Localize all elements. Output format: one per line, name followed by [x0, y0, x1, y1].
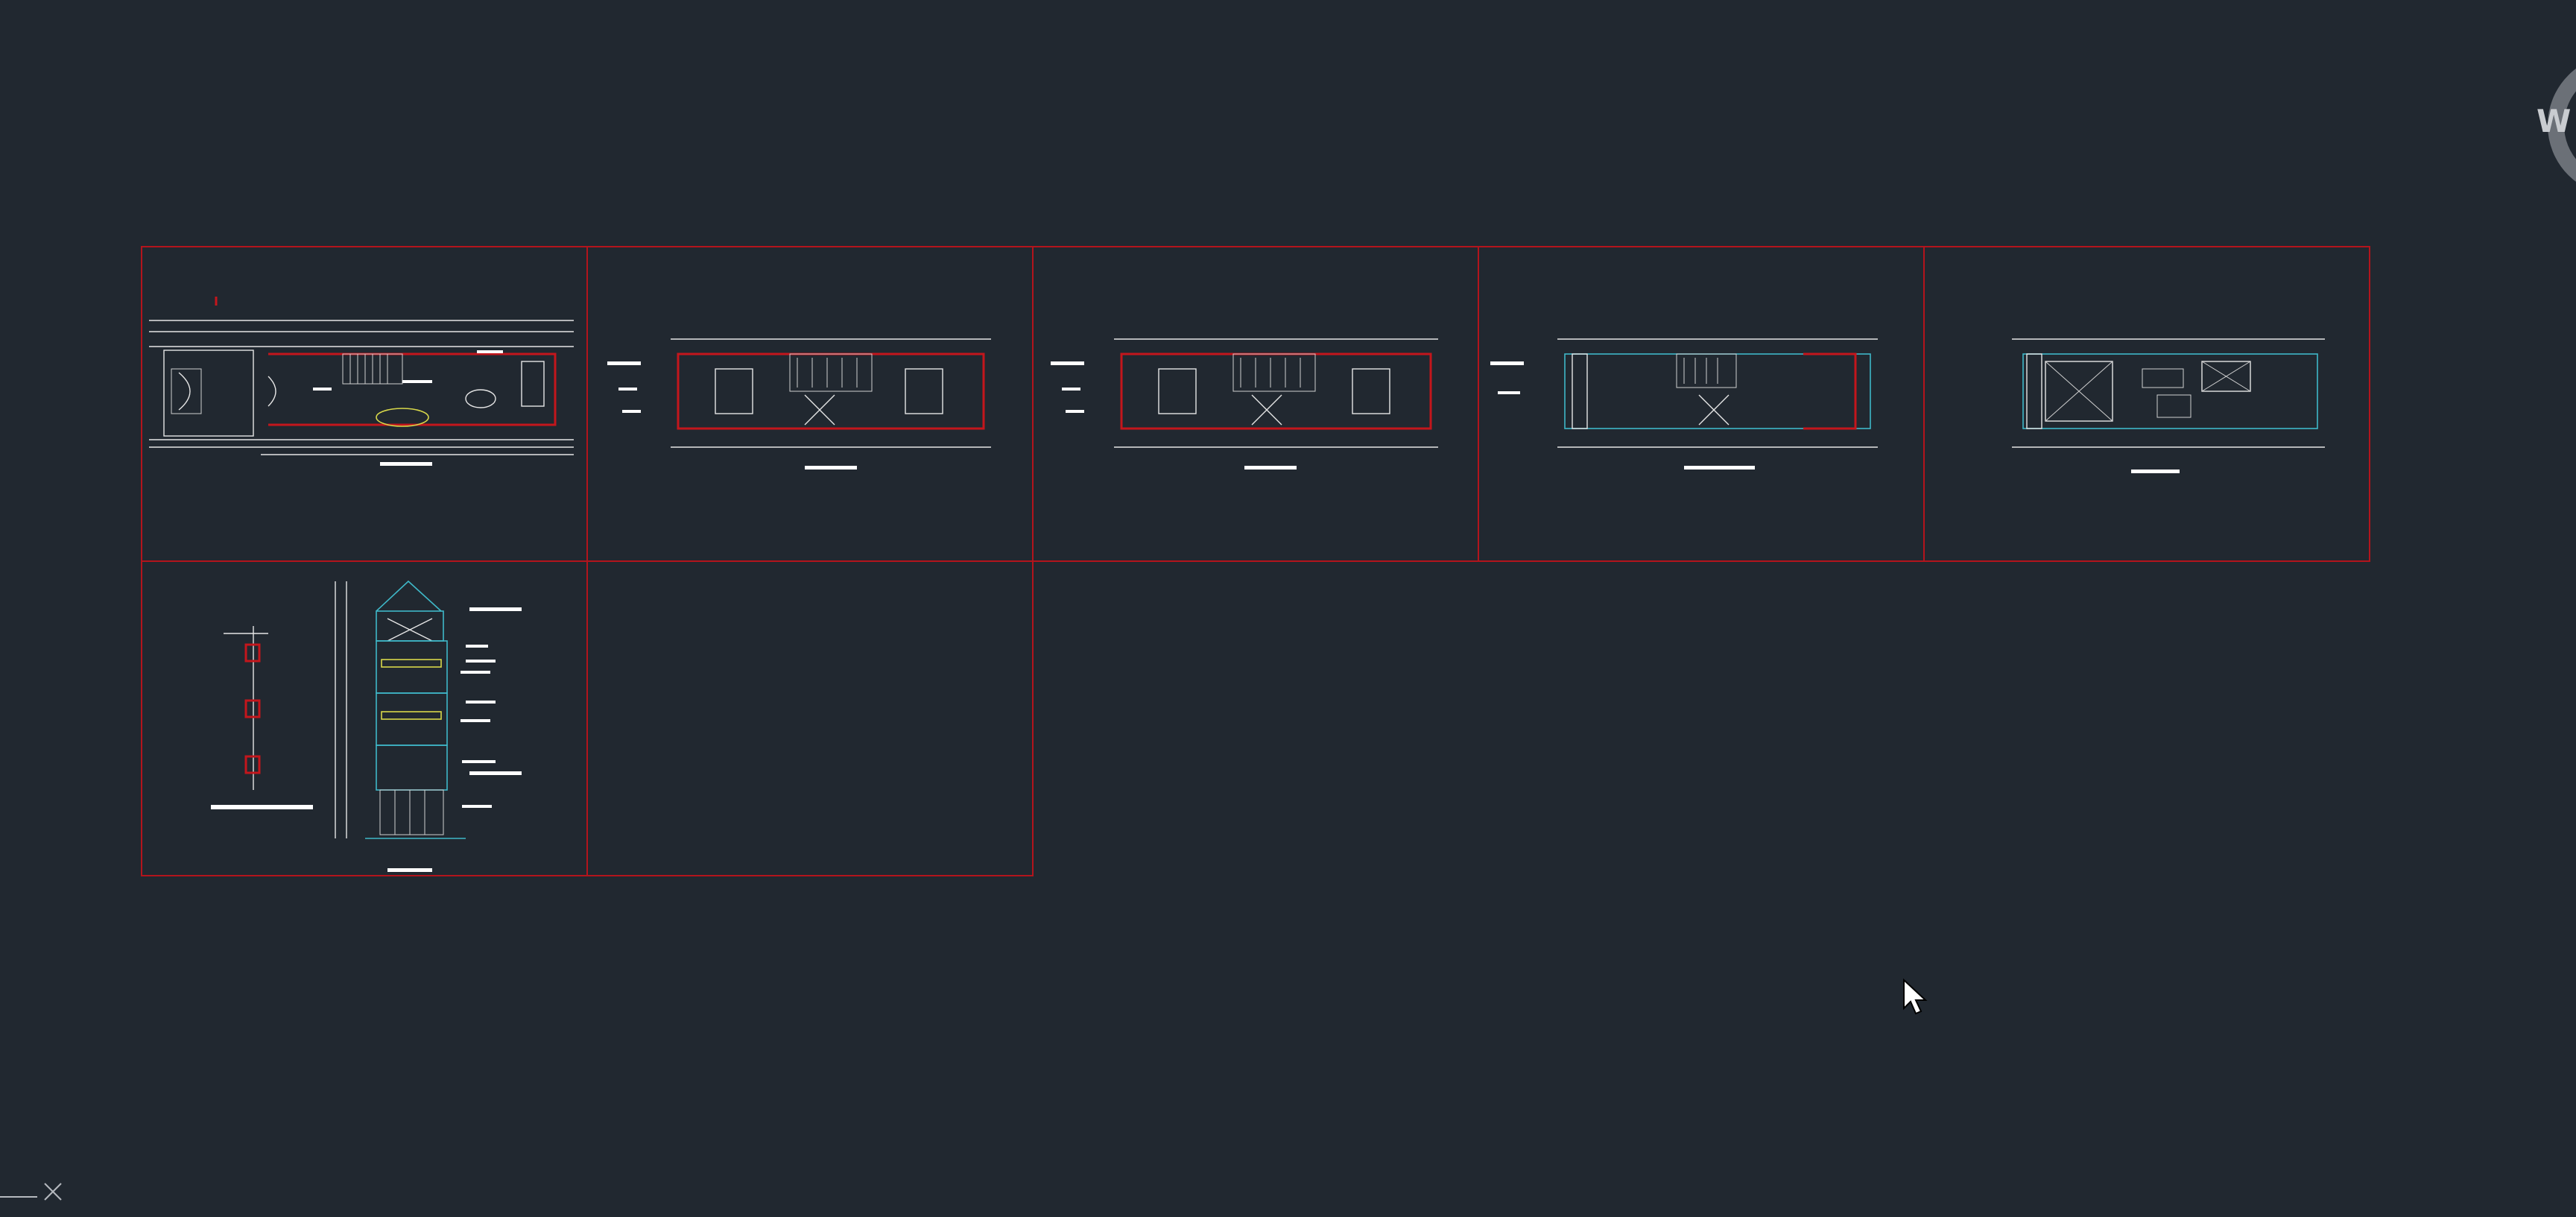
sheet-frame-2[interactable] — [586, 246, 1034, 562]
sheet-frame-7[interactable] — [586, 560, 1034, 876]
viewcube-direction-label: W — [2537, 103, 2572, 139]
roof-plan[interactable] — [2012, 338, 2325, 473]
sheet-frame-4[interactable] — [1478, 246, 1925, 562]
floor-plan-1[interactable] — [149, 297, 574, 466]
mouse-pointer-icon — [1901, 978, 1931, 1017]
floor-plan-2[interactable] — [607, 338, 991, 470]
sheet-frame-5[interactable] — [1923, 246, 2370, 562]
viewcube-compass-icon[interactable]: W — [2537, 43, 2576, 207]
sheet-frame-3[interactable] — [1032, 246, 1479, 562]
floor-plan-4[interactable] — [1490, 338, 1878, 470]
sheet-frames — [141, 246, 2370, 876]
sheet-frame-1[interactable] — [141, 246, 588, 562]
elevation-drawing[interactable] — [211, 580, 522, 872]
floor-plan-3[interactable] — [1051, 338, 1438, 470]
ucs-axis-icon — [0, 1164, 75, 1209]
